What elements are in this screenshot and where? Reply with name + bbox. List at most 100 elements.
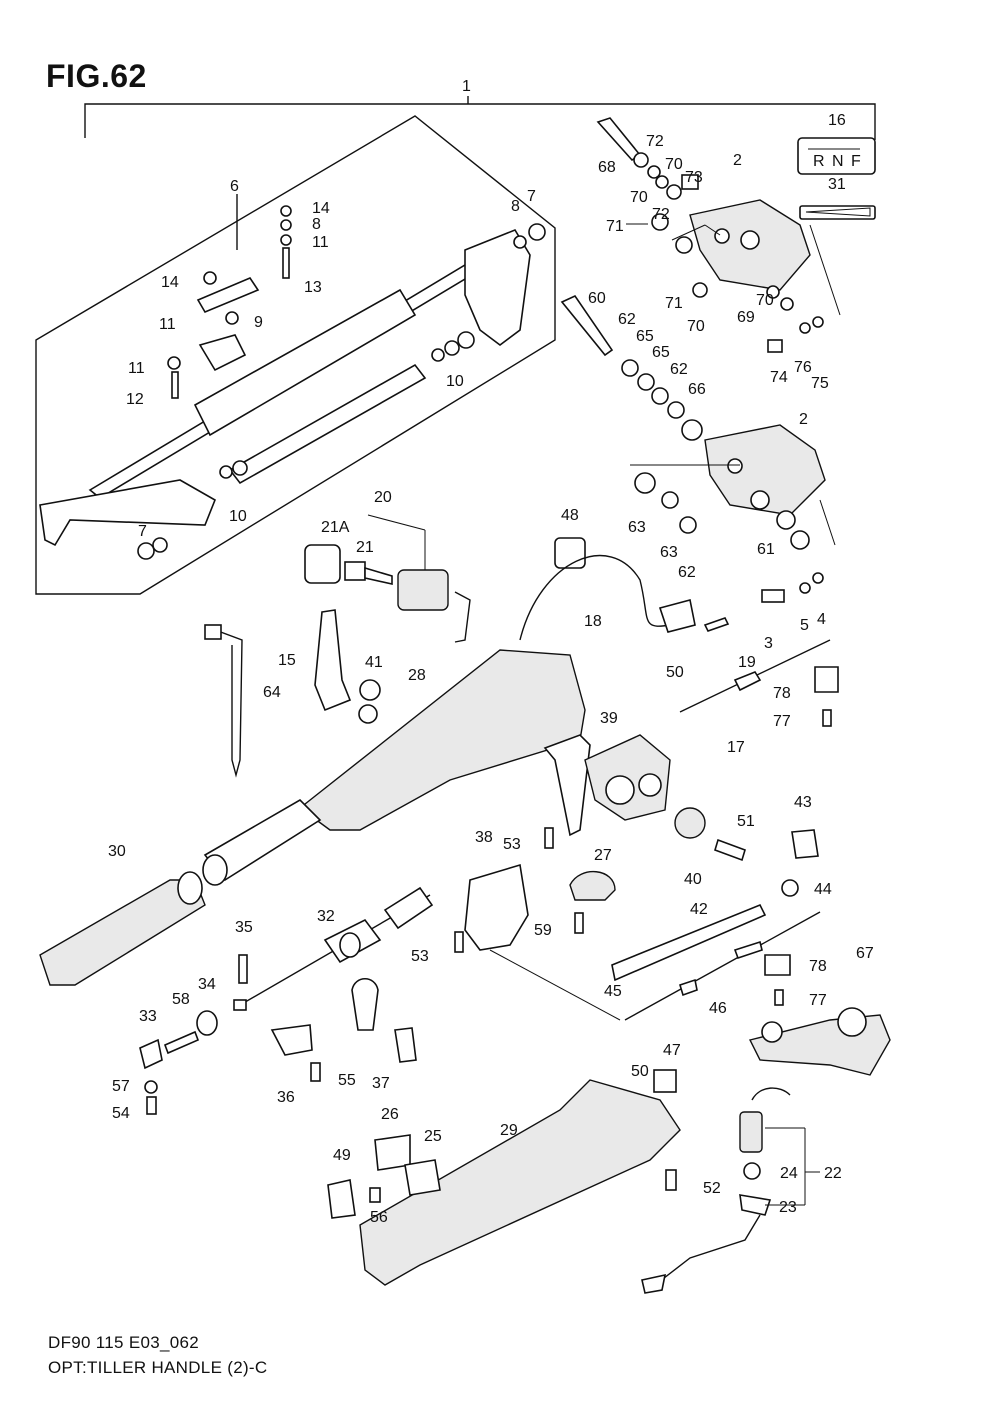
callout-1: 1: [462, 78, 471, 95]
callout-55: 55: [338, 1072, 356, 1089]
callout-38: 38: [475, 829, 493, 846]
leader-lines: [367, 223, 841, 1206]
tiller-handle-body: [202, 649, 586, 886]
callout-2-lower: 2: [799, 411, 808, 428]
callout-50-lower: 50: [631, 1063, 649, 1080]
callout-52: 52: [703, 1180, 721, 1197]
pivot-bracket-lower: [704, 424, 826, 516]
callout-16: 16: [828, 112, 846, 129]
callout-65-a: 65: [636, 328, 654, 345]
callout-26: 26: [381, 1106, 399, 1123]
callout-45: 45: [604, 983, 622, 1000]
callout-70-d: 70: [687, 318, 705, 335]
callout-40: 40: [684, 871, 702, 888]
callout-30: 30: [108, 843, 126, 860]
callout-78-upper: 78: [773, 685, 791, 702]
callout-23: 23: [779, 1199, 797, 1216]
callout-49: 49: [333, 1147, 351, 1164]
callout-11-low: 11: [128, 360, 145, 377]
callout-70-b: 70: [665, 156, 683, 173]
callout-5: 5: [800, 617, 809, 634]
callout-9: 9: [254, 314, 263, 331]
callout-13: 13: [304, 279, 322, 296]
callout-21a: 21A: [321, 519, 350, 536]
callout-34: 34: [198, 976, 216, 993]
callout-12: 12: [126, 391, 144, 408]
callout-70-c: 70: [756, 292, 774, 309]
callout-63-b: 63: [660, 544, 678, 561]
callout-63-a: 63: [628, 519, 646, 536]
pivot-bracket-upper: [689, 199, 811, 291]
center-bracket: [454, 827, 616, 953]
throttle-grip: [39, 871, 206, 986]
lower-cover: [327, 1069, 681, 1286]
key-switch: [304, 544, 471, 643]
lever-and-pin: [204, 609, 381, 778]
callout-24: 24: [780, 1165, 798, 1182]
callout-59: 59: [534, 922, 552, 939]
callout-8-right: 8: [511, 198, 520, 215]
callout-53-lower: 53: [411, 948, 429, 965]
callout-69: 69: [737, 309, 755, 326]
callout-39: 39: [600, 710, 618, 727]
callout-56: 56: [370, 1209, 388, 1226]
callout-20: 20: [374, 489, 392, 506]
callout-37: 37: [372, 1075, 390, 1092]
callout-14-top: 14: [312, 200, 330, 217]
callout-66: 66: [688, 381, 706, 398]
callout-15: 15: [278, 652, 296, 669]
callout-11-top: 11: [312, 234, 329, 251]
small-hardware-right: [674, 807, 819, 897]
callout-72-a: 72: [646, 133, 664, 150]
bolt-stack-lower: [560, 294, 824, 603]
callout-32: 32: [317, 908, 335, 925]
callout-62-b: 62: [670, 361, 688, 378]
callout-77-upper: 77: [773, 713, 791, 730]
callout-67: 67: [856, 945, 874, 962]
callout-77-lower: 77: [809, 992, 827, 1009]
callout-71-b: 71: [665, 295, 683, 312]
callout-78-lower: 78: [809, 958, 827, 975]
callout-11-mid: 11: [159, 316, 176, 333]
stop-switch-and-lanyard: [641, 1087, 791, 1294]
handle-subassembly-box: [35, 115, 556, 595]
callout-10-left: 10: [229, 508, 247, 525]
callout-65-b: 65: [652, 344, 670, 361]
assembly-bracket: [84, 96, 876, 140]
indicator-strip: [799, 205, 876, 220]
callout-62-c: 62: [678, 564, 696, 581]
callout-labels: 1 2 2 3 4 5 6 7 7 8 8 9 10 10 11 11 11 1…: [108, 78, 874, 1226]
callout-64: 64: [263, 684, 281, 701]
callout-68: 68: [598, 159, 616, 176]
callout-4: 4: [817, 611, 826, 628]
callout-62-a: 62: [618, 311, 636, 328]
callout-74: 74: [770, 369, 788, 386]
figure-title: FIG.62: [46, 58, 147, 94]
callout-21: 21: [356, 539, 374, 556]
callout-42: 42: [690, 901, 708, 918]
callout-27: 27: [594, 847, 612, 864]
callout-54: 54: [112, 1105, 130, 1122]
callout-41: 41: [365, 654, 383, 671]
callout-3: 3: [764, 635, 773, 652]
callout-7-left: 7: [138, 523, 147, 540]
callout-14-mid: 14: [161, 274, 179, 291]
selector-reverse: R: [813, 153, 825, 170]
callout-70-a: 70: [630, 189, 648, 206]
callout-57: 57: [112, 1078, 130, 1095]
callout-2-upper: 2: [733, 152, 742, 169]
callout-58: 58: [172, 991, 190, 1008]
callout-36: 36: [277, 1089, 295, 1106]
callout-51: 51: [737, 813, 755, 830]
callout-31: 31: [828, 176, 846, 193]
callout-73: 73: [685, 169, 703, 186]
callout-72-b: 72: [652, 206, 670, 223]
callout-6: 6: [230, 178, 239, 195]
callout-53-upper: 53: [503, 836, 521, 853]
callout-10-right: 10: [446, 373, 464, 390]
figure-code: DF90 115 E03_062: [48, 1333, 199, 1352]
callout-35: 35: [235, 919, 253, 936]
callout-50-upper: 50: [666, 664, 684, 681]
